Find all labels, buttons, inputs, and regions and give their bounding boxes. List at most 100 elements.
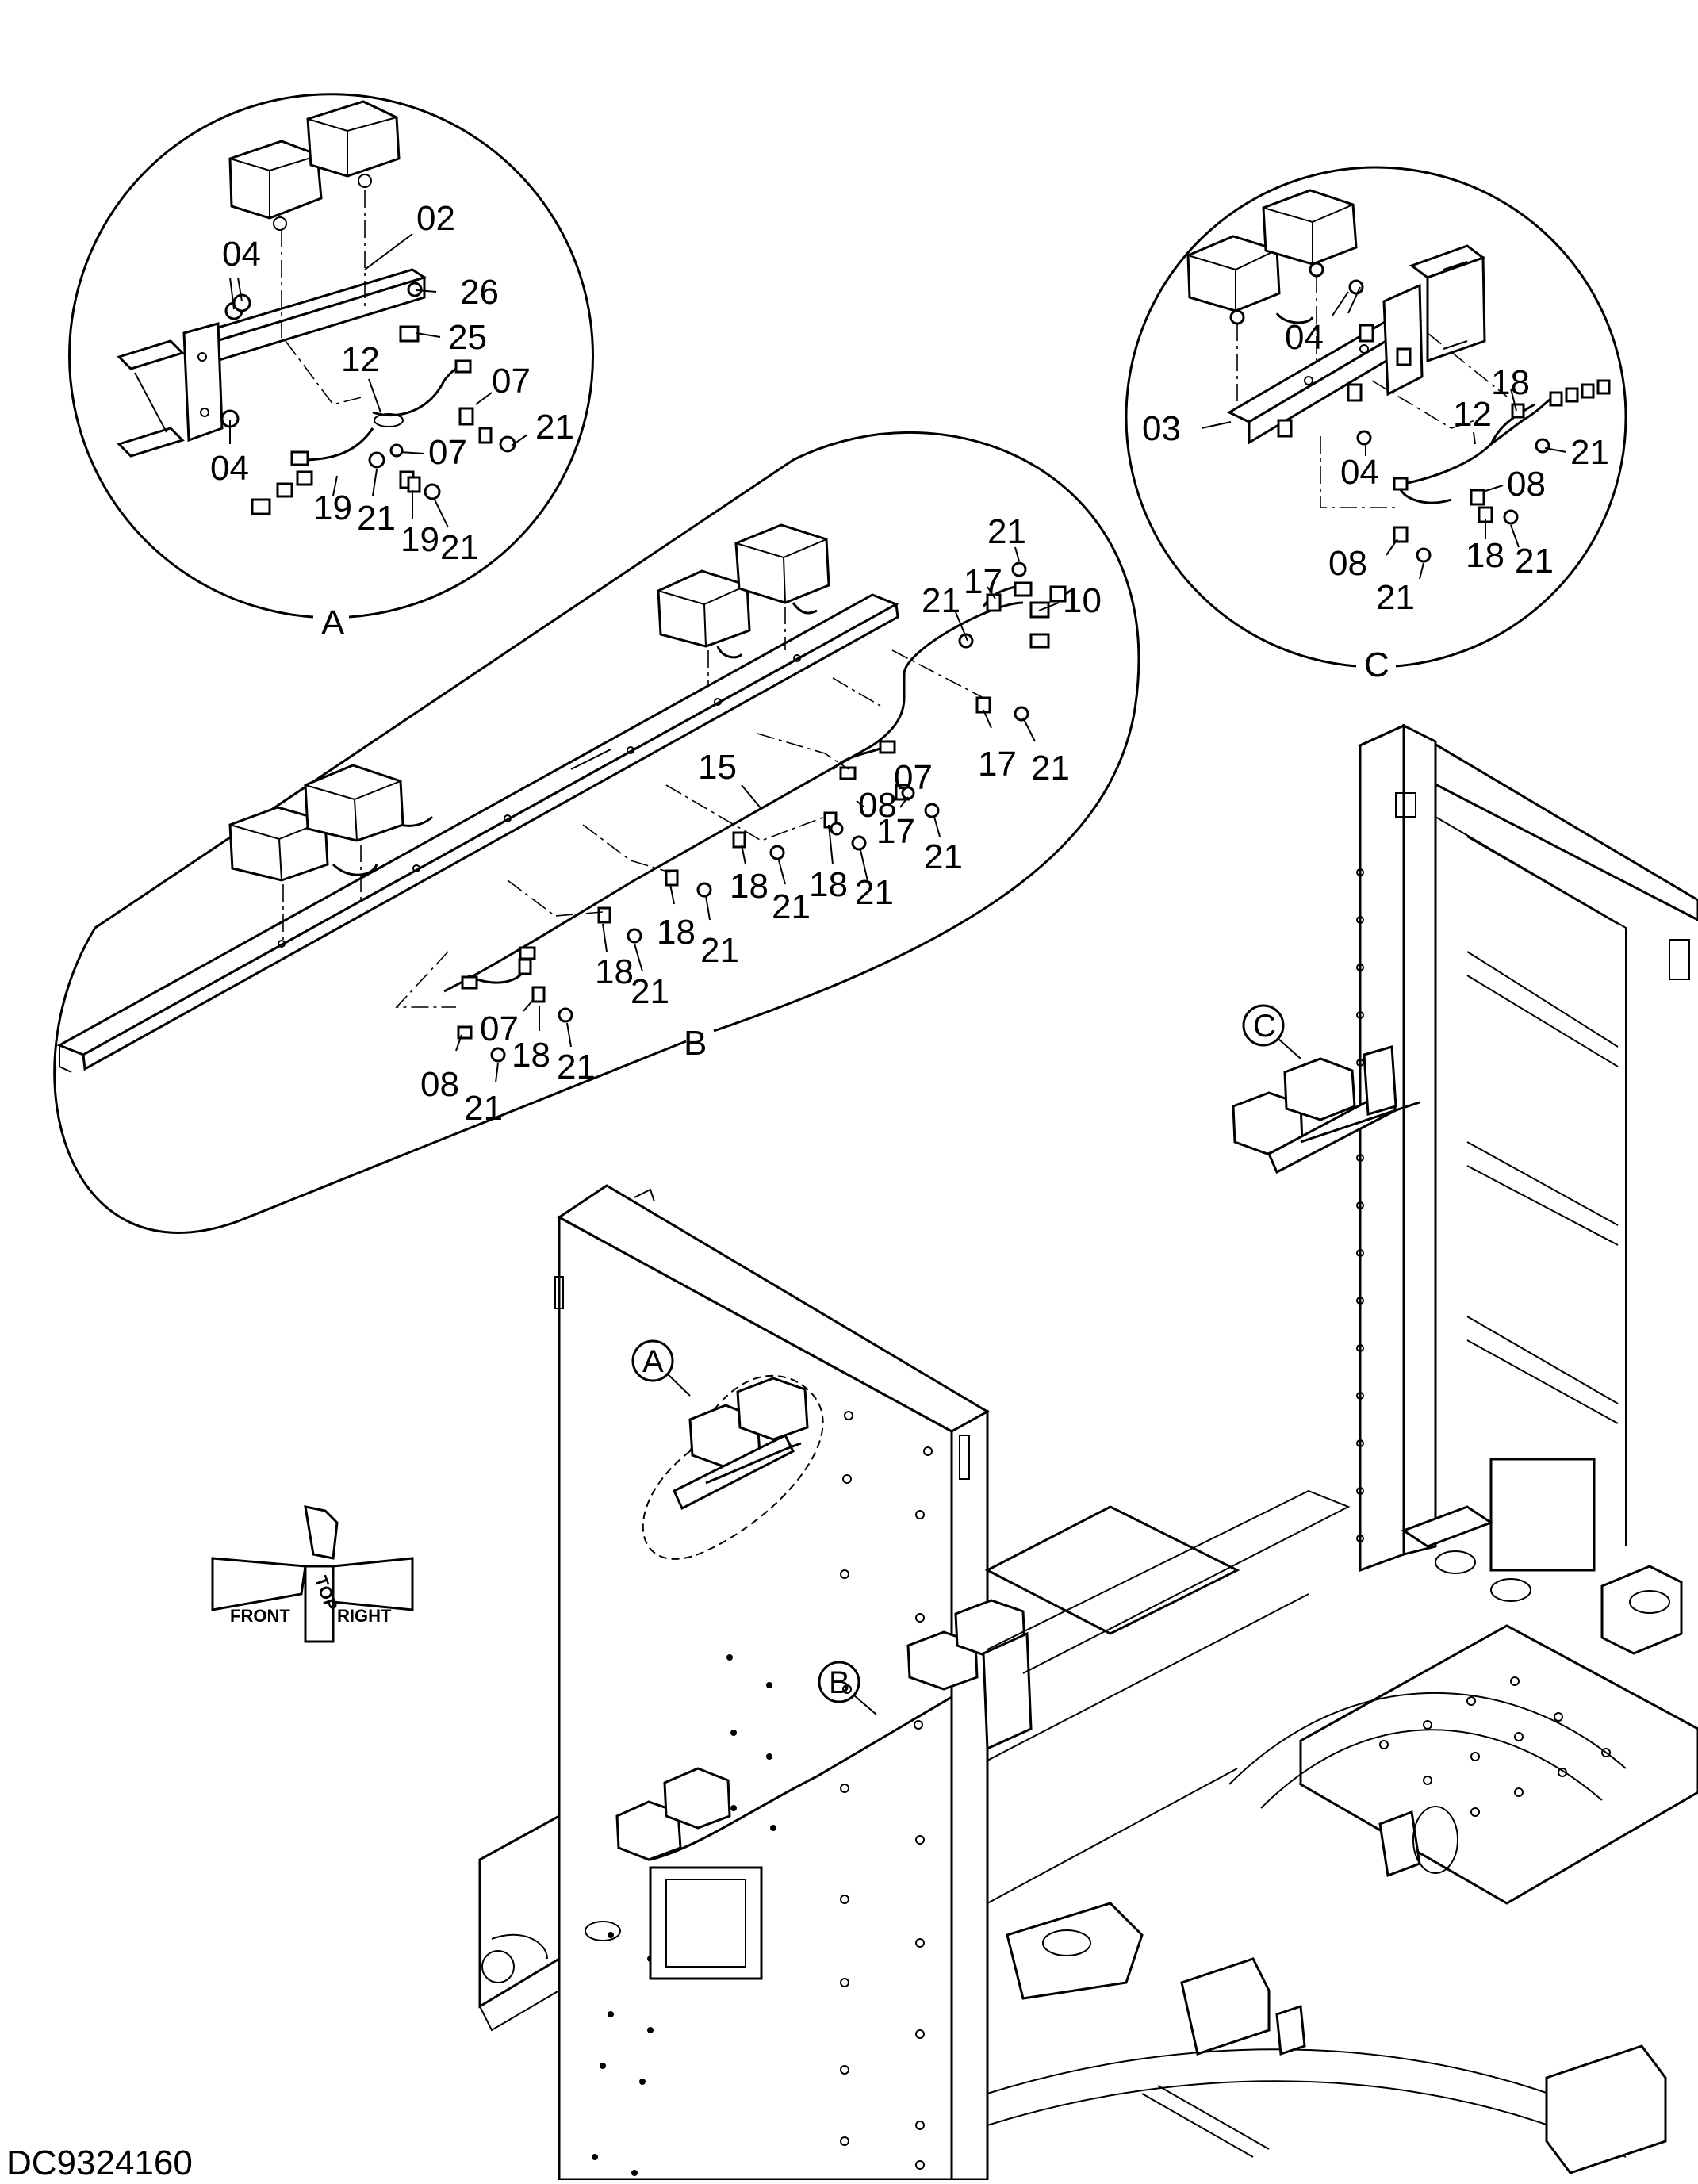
callout-a-04-top: 04 <box>222 235 261 274</box>
detail-a-leaders <box>229 233 528 528</box>
right-label: RIGHT <box>337 1606 392 1626</box>
callout-a-02: 02 <box>416 199 455 238</box>
location-marker-a: A <box>631 1339 691 1397</box>
callout-b-07-top: 07 <box>894 758 933 797</box>
callout-b-21-mid: 21 <box>1031 749 1070 787</box>
callout-b-18-b: 18 <box>730 867 769 906</box>
harness-12-c <box>1320 332 1611 563</box>
right-post-face <box>1402 723 1437 1556</box>
callout-b-21-left: 21 <box>922 581 960 620</box>
callout-b-18-d: 18 <box>595 952 634 991</box>
bracket-02 <box>117 190 427 458</box>
up-arrow <box>304 1505 339 1560</box>
work-lamp-pair-b-left <box>228 764 434 940</box>
left-panel-side <box>950 1409 989 2182</box>
callout-b-21-low: 21 <box>924 837 963 876</box>
machine-frame <box>478 723 1698 2182</box>
callout-c-08-right: 08 <box>1507 465 1546 504</box>
callout-c-21-bottom: 21 <box>1515 542 1554 580</box>
callout-a-26: 26 <box>460 273 499 312</box>
harness-12-a <box>220 282 516 515</box>
svg-text:B: B <box>829 1665 850 1700</box>
right-access-plate <box>1489 1458 1596 1572</box>
callout-a-21-right: 21 <box>535 408 574 446</box>
detail-c-callouts: 04 18 03 12 21 04 08 08 18 21 21 <box>1142 318 1609 617</box>
callout-c-12: 12 <box>1453 395 1492 434</box>
location-marker-c: C <box>1242 1004 1301 1059</box>
callout-b-17-low: 17 <box>876 812 915 851</box>
detail-view-c: C <box>1125 166 1627 684</box>
callout-b-18-e: 18 <box>512 1036 550 1075</box>
callout-b-10: 10 <box>1063 581 1102 620</box>
mounted-lamp-a <box>642 1375 824 1560</box>
callout-b-21-top: 21 <box>987 512 1026 551</box>
svg-text:C: C <box>1253 1009 1276 1044</box>
callout-b-21-a: 21 <box>855 873 894 912</box>
right-arrow <box>332 1557 414 1611</box>
bracket-03 <box>1226 244 1486 446</box>
callout-a-12: 12 <box>341 340 380 379</box>
right-post-holes <box>1356 868 1364 1542</box>
detail-view-a: A <box>68 93 594 642</box>
callout-b-21-e: 21 <box>557 1048 596 1086</box>
panel-access-opening <box>649 1866 763 1980</box>
callout-b-21-b: 21 <box>772 887 811 926</box>
callout-b-18-a: 18 <box>809 865 848 904</box>
front-label: FRONT <box>230 1606 290 1626</box>
callout-c-18-top: 18 <box>1491 363 1530 402</box>
detail-b-label: B <box>684 1024 707 1063</box>
panel-holes <box>592 1411 933 2176</box>
front-arrow <box>211 1557 307 1611</box>
lower-beam <box>478 1814 561 2009</box>
callout-a-25: 25 <box>448 318 487 357</box>
right-post-left <box>1359 723 1405 1573</box>
turntable-holes <box>1379 1676 1611 1817</box>
detail-a-border <box>68 93 594 619</box>
callout-c-03: 03 <box>1142 409 1181 448</box>
callout-a-21-mid: 21 <box>357 499 396 538</box>
callout-a-07-mid: 07 <box>428 433 467 472</box>
callout-c-21-right: 21 <box>1570 433 1609 472</box>
callout-a-04-bottom: 04 <box>210 449 249 488</box>
callout-b-21-d: 21 <box>631 972 669 1011</box>
callout-b-21-bottom: 21 <box>464 1089 503 1128</box>
callout-b-21-c: 21 <box>700 931 739 970</box>
callout-c-21-low: 21 <box>1376 578 1415 617</box>
callout-a-07-top: 07 <box>492 362 531 400</box>
detail-b-leaders <box>455 546 1060 1083</box>
callout-a-21-bottom: 21 <box>440 528 479 567</box>
svg-text:A: A <box>642 1344 664 1379</box>
orientation-arrow: FRONT TOP RIGHT <box>211 1505 414 1643</box>
detail-c-label: C <box>1364 646 1389 684</box>
top-arrow <box>304 1565 335 1643</box>
callout-c-08-left: 08 <box>1328 544 1367 583</box>
channel-beam <box>56 593 899 1073</box>
mounted-lamp-b <box>615 1599 1033 1861</box>
work-lamp-pair-b-right <box>657 523 830 686</box>
work-lamp-pair-a <box>228 100 401 231</box>
callout-b-18-c: 18 <box>657 913 696 952</box>
callout-b-15: 15 <box>698 748 737 787</box>
callout-b-08-top: 08 <box>858 786 897 825</box>
detail-c-border <box>1125 166 1627 668</box>
document-id: DC9324160 <box>6 2144 193 2180</box>
detail-b-callouts: 21 17 21 10 17 21 15 07 08 17 21 18 21 1… <box>420 512 1102 1128</box>
harness-15-b <box>395 561 1067 1063</box>
callout-b-17-top: 17 <box>964 562 1002 601</box>
callout-b-17-mid: 17 <box>978 745 1017 784</box>
detail-b-border <box>53 431 1140 1234</box>
detail-c-leaders <box>1201 286 1567 580</box>
callout-a-19-left: 19 <box>313 489 352 527</box>
callout-a-19-right: 19 <box>401 520 439 559</box>
detail-a-callouts: 02 04 26 25 12 07 21 04 07 19 21 19 21 <box>210 199 574 567</box>
turntable-plate <box>1299 1624 1698 1905</box>
callout-b-08-bottom: 08 <box>420 1065 459 1104</box>
callout-c-04-top: 04 <box>1285 318 1324 357</box>
callout-c-18-bottom: 18 <box>1466 536 1504 575</box>
center-bracket <box>984 1505 1240 1635</box>
callout-c-04-bottom: 04 <box>1340 453 1379 492</box>
callout-b-07-bottom: 07 <box>480 1010 519 1048</box>
detail-view-b: B <box>53 431 1140 1234</box>
